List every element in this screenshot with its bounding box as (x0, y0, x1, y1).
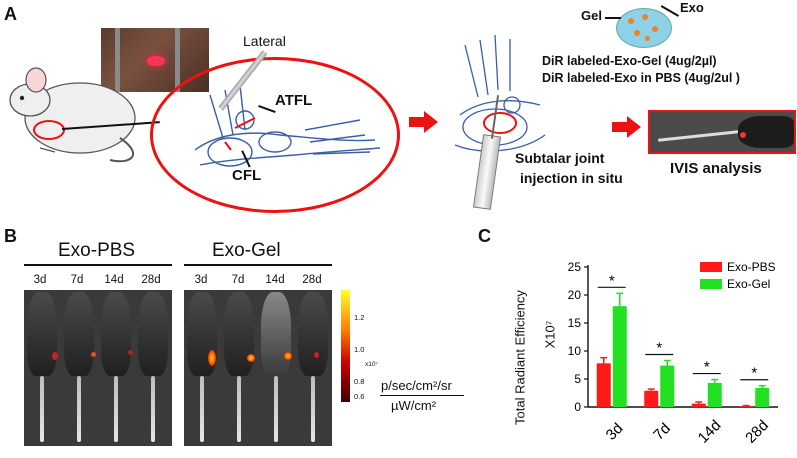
gel-label: Gel (581, 8, 602, 23)
radiant-efficiency-chart: 0 5 10 15 20 25 * 3d * 7d * 14d * 28d Exo-PBS Exo-Gel (568, 260, 778, 447)
exo-dot (628, 18, 634, 24)
legend-swatch (700, 262, 722, 272)
exo-dot (652, 26, 658, 32)
bar-exo-pbs (644, 390, 659, 407)
x-tick-label: 3d (603, 420, 627, 444)
y-tick-label: 15 (568, 316, 582, 330)
scale-tick: 1.0 (354, 345, 365, 354)
bar-exo-gel (707, 382, 722, 407)
scale-exponent: x10⁷ (365, 361, 378, 368)
gel-pointer (605, 17, 621, 19)
atfl-label: ATFL (275, 92, 313, 109)
legend-label: Exo-Gel (727, 277, 770, 291)
y-axis-title-text: Total Radiant Efficiency (512, 290, 528, 425)
y-tick-label: 5 (574, 372, 581, 386)
anatomy-ellipse (150, 57, 400, 213)
x-tick-label: 14d (695, 417, 725, 447)
legend-label: Exo-PBS (727, 260, 776, 274)
unit-fraction-line (380, 395, 464, 397)
y-axis-title: Total Radiant Efficiency (513, 258, 528, 458)
red-arrow-1 (409, 117, 425, 127)
bar-exo-gel (755, 387, 770, 407)
significance-star: * (656, 340, 662, 357)
foot-bones-diagram (194, 84, 381, 167)
exo-dot (642, 14, 648, 20)
exo-gel-ivis-images (184, 290, 332, 446)
group-exo-gel-title: Exo-Gel (212, 240, 281, 261)
scale-tick: 0.8 (354, 377, 365, 386)
lateral-label: Lateral (243, 33, 286, 49)
exo-pbs-dose: DiR labeled-Exo in PBS (4ug/2ul ) (542, 71, 740, 85)
exo-dot (645, 36, 650, 41)
day-label: 14d (104, 274, 124, 286)
day-label: 3d (194, 274, 208, 286)
day-label: 28d (141, 274, 161, 286)
significance-star: * (751, 365, 757, 382)
x-tick-label: 28d (742, 417, 772, 447)
red-arrow-2-head (627, 116, 641, 138)
x-tick-label: 7d (650, 420, 674, 444)
group-pbs-underline (24, 264, 172, 266)
bar-exo-pbs (691, 403, 706, 407)
bar-exo-gel (612, 306, 627, 407)
day-label: 14d (265, 274, 285, 286)
panel-a-letter: A (4, 4, 17, 24)
red-arrow-1-head (424, 111, 438, 133)
significance-star: * (609, 272, 615, 289)
unit-numerator: p/sec/cm²/sr (381, 378, 452, 393)
day-label: 28d (302, 274, 322, 286)
y-tick-label: 10 (568, 344, 582, 358)
group-exo-pbs-title: Exo-PBS (58, 240, 136, 261)
subtalar-line1: Subtalar joint (515, 150, 605, 166)
exo-dot (634, 30, 640, 36)
cfl-label: CFL (232, 167, 262, 184)
mouse-illustration (9, 67, 136, 163)
y-tick-label: 0 (574, 400, 581, 414)
bar-exo-pbs (739, 406, 754, 407)
legend-swatch (700, 279, 722, 289)
color-scale-bar (341, 290, 350, 402)
bar-exo-gel (660, 365, 675, 407)
exo-label: Exo (680, 0, 704, 15)
scale-tick: 0.6 (354, 392, 365, 401)
panel-b-letter: B (4, 226, 17, 246)
subtalar-line2: injection in situ (520, 170, 623, 186)
group-gel-underline (184, 264, 332, 266)
day-label: 3d (33, 274, 47, 286)
day-label: 7d (231, 274, 245, 286)
y-tick-label: 25 (568, 260, 582, 274)
red-arrow-2 (612, 122, 628, 132)
significance-star: * (704, 359, 710, 376)
unit-denominator: µW/cm² (391, 398, 437, 413)
mouse-ankle-circle (33, 120, 65, 140)
scale-tick: 1.2 (354, 313, 365, 322)
ivis-image (648, 110, 796, 154)
panel-c-letter: C (478, 226, 491, 246)
exo-pbs-ivis-images (24, 290, 172, 446)
y-tick-label: 20 (568, 288, 582, 302)
injection-foot-diagram (454, 35, 546, 152)
exo-gel-dose: DiR labeled-Exo-Gel (4ug/2µl) (542, 54, 717, 68)
bar-exo-pbs (596, 363, 611, 407)
day-label: 7d (70, 274, 84, 286)
ivis-label: IVIS analysis (670, 160, 762, 177)
